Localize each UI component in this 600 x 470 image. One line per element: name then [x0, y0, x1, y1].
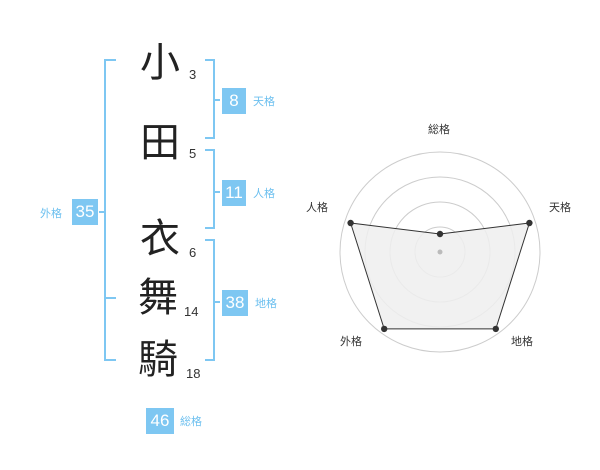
radar-point-3 — [492, 325, 499, 333]
radar-axis-label-gaikaku: 外格 — [340, 335, 362, 348]
radar-area — [349, 222, 531, 330]
radar-point-4 — [381, 325, 388, 333]
radar-center-dot — [437, 249, 443, 255]
name-char-4: 舞 — [138, 275, 178, 321]
gaikaku-value: 35 — [72, 199, 98, 225]
stroke-count-1: 3 — [189, 67, 197, 82]
jinkaku-value: 11 — [222, 180, 246, 206]
chikaku-value: 38 — [222, 290, 248, 316]
tenkaku-bracket — [205, 59, 215, 139]
name-char-3: 衣 — [140, 216, 180, 262]
radar-point-5 — [347, 219, 354, 227]
stroke-count-4: 14 — [184, 304, 199, 319]
radar-axis-label-soukaku: 総格 — [428, 123, 450, 136]
radar-axis-label-jinkaku: 人格 — [306, 201, 328, 214]
gaikaku-label: 外格 — [40, 207, 62, 220]
jinkaku-label: 人格 — [253, 187, 275, 200]
radar-point-1 — [436, 230, 444, 238]
stroke-count-5: 18 — [186, 366, 201, 381]
radar-ring-4 — [339, 151, 541, 353]
stroke-count-3: 6 — [189, 245, 197, 260]
name-char-1: 小 — [140, 40, 180, 86]
stroke-count-2: 5 — [189, 146, 197, 161]
radar-axis-label-tenkaku: 天格 — [549, 201, 571, 214]
radar-axis-label-chikaku: 地格 — [511, 335, 533, 348]
gaikaku-bracket — [104, 59, 116, 361]
tenkaku-value: 8 — [222, 88, 246, 114]
radar-chart — [339, 151, 541, 353]
chikaku-bracket — [205, 239, 215, 361]
soukaku-label: 総格 — [180, 415, 202, 428]
name-char-2: 田 — [140, 120, 180, 166]
radar-point-2 — [526, 219, 533, 227]
tenkaku-label: 天格 — [253, 95, 275, 108]
chikaku-label: 地格 — [255, 297, 277, 310]
jinkaku-bracket — [205, 149, 215, 229]
brackets — [99, 59, 220, 361]
name-char-5: 騎 — [138, 337, 178, 383]
soukaku-value: 46 — [146, 408, 174, 434]
